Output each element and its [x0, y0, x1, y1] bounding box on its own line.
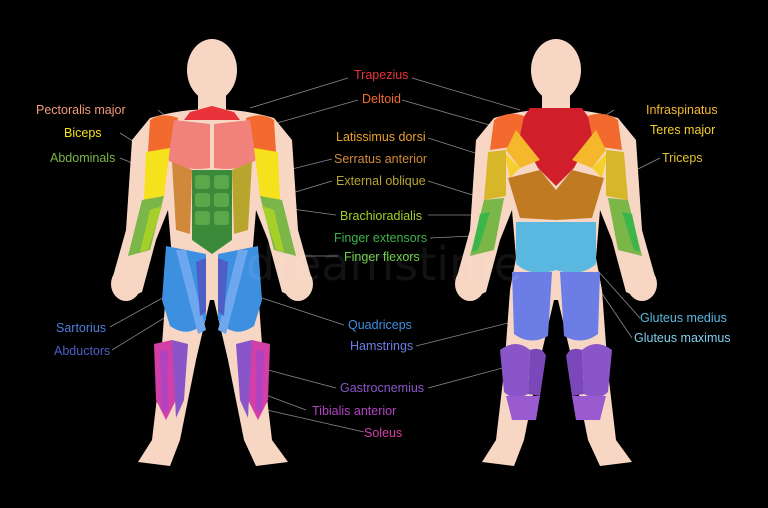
label-trapezius: Trapezius	[354, 68, 409, 82]
label-deltoid: Deltoid	[362, 92, 401, 106]
label-finger-flexors: Finger flexors	[344, 250, 420, 264]
label-soleus: Soleus	[364, 426, 403, 440]
label-pectoralis-major: Pectoralis major	[36, 103, 126, 117]
back-figure	[455, 39, 657, 466]
label-brachioradialis: Brachioradialis	[340, 209, 422, 223]
watermark: dreamstime	[246, 237, 522, 291]
label-gluteus-maximus: Gluteus maximus	[634, 331, 731, 345]
leader-lines	[109, 77, 661, 433]
label-tibialis-anterior: Tibialis anterior	[312, 404, 397, 418]
label-infraspinatus: Infraspinatus	[646, 103, 718, 117]
label-latissimus-dorsi: Latissimus dorsi	[336, 130, 426, 144]
label-gluteus-medius: Gluteus medius	[640, 311, 727, 325]
label-hamstrings: Hamstrings	[350, 339, 414, 353]
label-abdominals: Abdominals	[50, 151, 116, 165]
label-quadriceps: Quadriceps	[348, 318, 412, 332]
label-sartorius: Sartorius	[56, 321, 107, 335]
label-external-oblique: External oblique	[336, 174, 426, 188]
label-gastrocnemius: Gastrocnemius	[340, 381, 425, 395]
label-abductors: Abductors	[54, 344, 111, 358]
label-finger-extensors: Finger extensors	[334, 231, 428, 245]
label-biceps: Biceps	[64, 126, 102, 140]
label-triceps: Triceps	[662, 151, 703, 165]
label-teres-major: Teres major	[650, 123, 716, 137]
label-serratus-anterior: Serratus anterior	[334, 152, 428, 166]
front-figure	[111, 39, 313, 466]
